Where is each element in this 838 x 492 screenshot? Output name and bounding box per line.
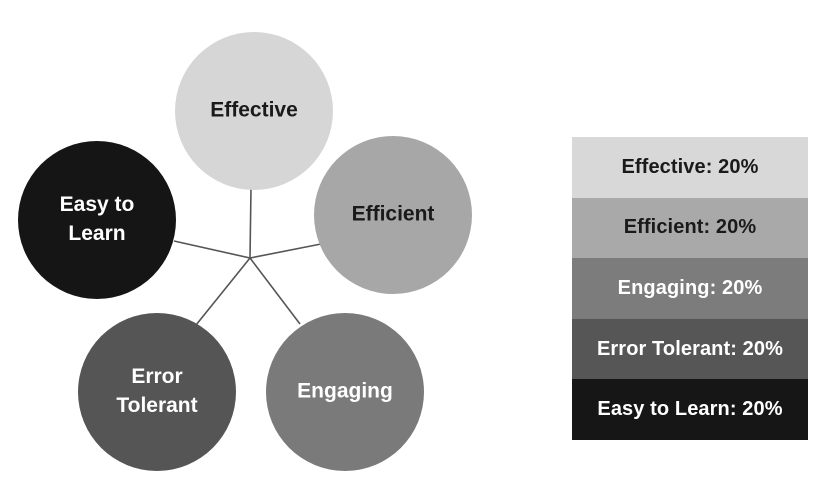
percentage-legend: Effective: 20% Efficient: 20% Engaging: …: [572, 137, 808, 440]
legend-row-engaging: Engaging: 20%: [572, 258, 808, 319]
legend-row-easy-to-learn: Easy to Learn: 20%: [572, 379, 808, 440]
legend-row-efficient: Efficient: 20%: [572, 197, 808, 259]
circle-label-engaging-0: Engaging: [297, 380, 393, 403]
connector-lines: [173, 187, 322, 326]
quality-circles: EffectiveEfficientEngagingErrorTolerantE…: [18, 32, 472, 471]
circle-label-effective-0: Effective: [210, 99, 298, 122]
circle-efficient: Efficient: [314, 136, 472, 294]
circle-label-efficient-0: Efficient: [352, 203, 435, 226]
connector-line-error-tolerant: [195, 257, 251, 326]
circle-label-easy-to-learn-1: Learn: [68, 222, 125, 245]
circle-label-error-tolerant-0: Error: [131, 365, 182, 388]
connector-line-easy-to-learn: [173, 240, 251, 259]
circle-effective: Effective: [175, 32, 333, 190]
five-quality-diagram: EffectiveEfficientEngagingErrorTolerantE…: [18, 32, 472, 471]
circle-shape-effective: [175, 32, 333, 190]
circle-label-error-tolerant-1: Tolerant: [116, 394, 197, 417]
circle-label-easy-to-learn-0: Easy to: [60, 193, 135, 216]
connector-line-effective: [249, 187, 252, 259]
circle-shape-efficient: [314, 136, 472, 294]
circle-shape-easy-to-learn: [18, 141, 176, 299]
circle-easy-to-learn: Easy to Learn: [18, 141, 176, 299]
circle-shape-engaging: [266, 313, 424, 471]
legend-row-error-tolerant: Error Tolerant: 20%: [572, 318, 808, 380]
legend-row-effective: Effective: 20%: [572, 137, 808, 198]
connector-line-engaging: [249, 257, 301, 325]
circle-shape-error-tolerant: [78, 313, 236, 471]
circle-engaging: Engaging: [266, 313, 424, 471]
connector-line-efficient: [249, 243, 322, 259]
